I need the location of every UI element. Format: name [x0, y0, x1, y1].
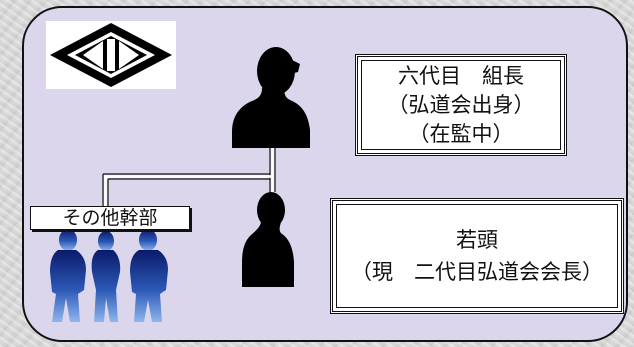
connector-lines [102, 142, 276, 207]
other-executives-label: その他幹部 [30, 206, 190, 230]
boss-title-line2: （弘道会出身） [387, 92, 535, 117]
emblem-logo [46, 21, 176, 89]
waka-title-line2: （現 二代目弘道会会長） [351, 260, 603, 284]
boss-silhouette-icon [232, 47, 310, 148]
boss-title-line3: （在監中） [408, 121, 514, 146]
waka-title-box: 若頭 （現 二代目弘道会会長） [330, 198, 624, 314]
waka-silhouette-icon [242, 192, 294, 287]
boss-title-box: 六代目 組長 （弘道会出身） （在監中） [355, 54, 567, 156]
waka-title-line1: 若頭 [456, 228, 498, 252]
executives-silhouette-icon [50, 229, 168, 322]
boss-title-line1: 六代目 組長 [398, 63, 524, 88]
emblem-icon [50, 23, 172, 87]
